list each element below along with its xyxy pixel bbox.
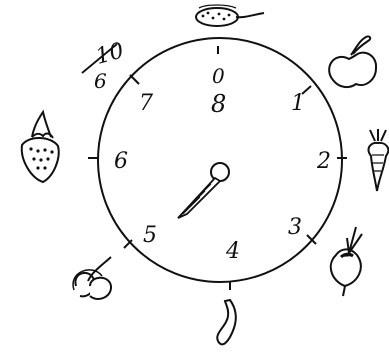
clock-number-3: 3 (288, 215, 302, 240)
tick-7 (130, 75, 139, 84)
cucumber-icon (196, 8, 264, 26)
clock-number-0: 0 (212, 64, 225, 88)
clock-number-1: 1 (291, 91, 305, 116)
apple-icon (329, 36, 376, 87)
beet-icon (331, 227, 362, 296)
banana-icon (217, 300, 236, 344)
clock-number-4: 4 (225, 239, 240, 264)
clock-number-7: 7 (139, 91, 153, 116)
clock-number-6: 6 (114, 149, 128, 174)
clock-number-5: 5 (143, 223, 157, 248)
clock-number-8: 8 (211, 90, 226, 118)
outer-label-6: 6 (94, 69, 107, 93)
cherries-icon (73, 257, 111, 299)
strawberry-icon (22, 112, 59, 182)
clock-number-2: 2 (316, 149, 331, 174)
clock-hand (178, 163, 229, 218)
radish-icon (369, 129, 389, 191)
hand-shading (183, 184, 211, 214)
outer-label-10: 10 (93, 38, 127, 69)
